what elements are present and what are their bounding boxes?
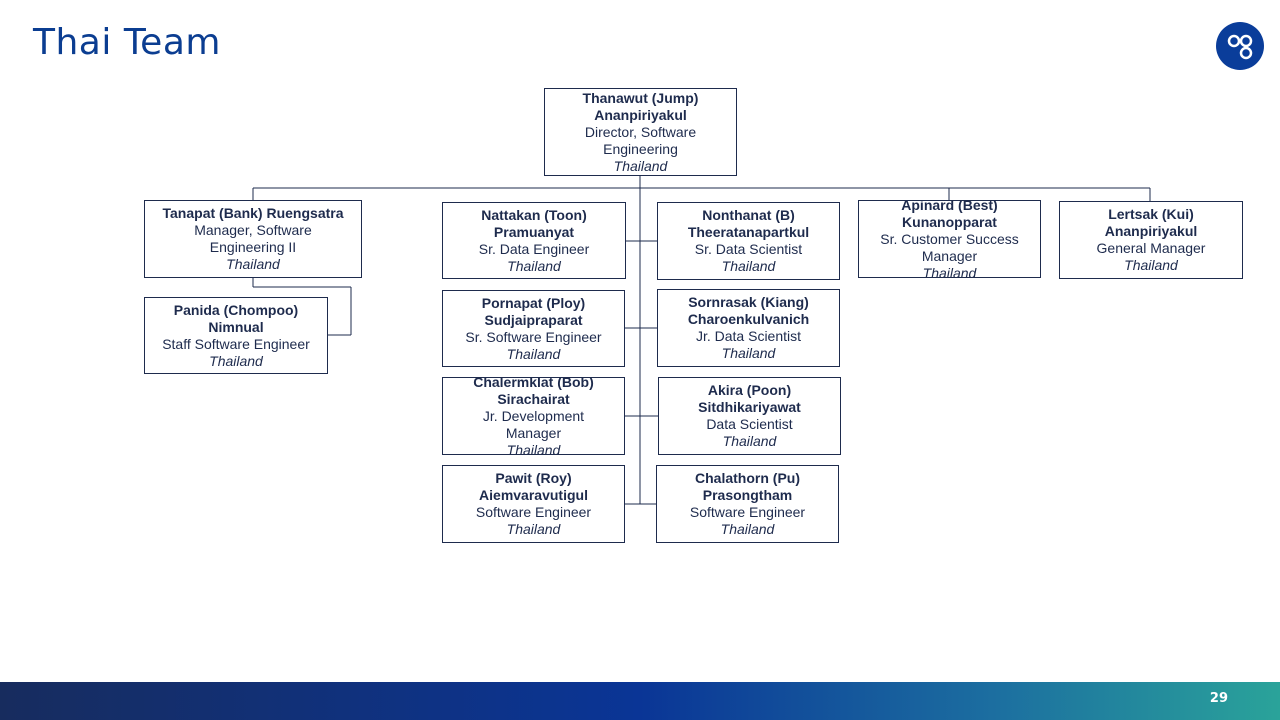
node-name: Pornapat (Ploy) Sudjaipraparat: [481, 294, 586, 328]
node-location: Thailand: [1124, 257, 1178, 273]
org-node-panida: Panida (Chompoo) Nimnual Staff Software …: [144, 297, 328, 374]
node-title: Sr. Customer Success Manager: [880, 230, 1019, 264]
node-title: Jr. Data Scientist: [695, 328, 802, 344]
node-name: Chalathorn (Pu) Prasongtham: [695, 470, 800, 503]
node-location: Thailand: [720, 521, 775, 537]
node-title: Director, Software Engineering: [584, 123, 697, 157]
node-location: Thailand: [613, 157, 668, 174]
slide-title: Thai Team: [33, 22, 221, 63]
org-node-pawit: Pawit (Roy) Aiemvaravutigul Software Eng…: [442, 465, 625, 543]
node-location: Thailand: [507, 257, 561, 274]
node-location: Thailand: [922, 264, 977, 278]
org-node-chalermklat: Chalermklat (Bob) Sirachairat Jr. Develo…: [442, 377, 625, 455]
org-node-nonthanat: Nonthanat (B) Theeratanapartkul Sr. Data…: [657, 202, 840, 280]
org-node-sornrasak: Sornrasak (Kiang) Charoenkulvanich Jr. D…: [657, 289, 840, 367]
org-node-lertsak: Lertsak (Kui) Ananpiriyakul General Mana…: [1059, 201, 1243, 279]
node-name: Pawit (Roy) Aiemvaravutigul: [479, 470, 588, 503]
node-name: Thanawut (Jump) Ananpiriyakul: [582, 89, 699, 123]
node-name: Nonthanat (B) Theeratanapartkul: [687, 207, 810, 240]
node-name: Apinard (Best) Kunanopparat: [901, 200, 998, 230]
node-location: Thailand: [722, 433, 777, 449]
org-node-pornapat: Pornapat (Ploy) Sudjaipraparat Sr. Softw…: [442, 290, 625, 367]
node-name: Nattakan (Toon) Pramuanyat: [481, 206, 587, 240]
node-title: Manager, Software Engineering II: [194, 222, 312, 255]
node-name: Lertsak (Kui) Ananpiriyakul: [1104, 206, 1198, 239]
node-location: Thailand: [209, 352, 263, 369]
node-title: Software Engineer: [689, 504, 806, 520]
node-location: Thailand: [506, 521, 561, 537]
node-title: Staff Software Engineer: [162, 335, 310, 352]
node-name: Tanapat (Bank) Ruengsatra: [162, 205, 344, 221]
org-node-director: Thanawut (Jump) Ananpiriyakul Director, …: [544, 88, 737, 176]
node-title: Sr. Data Scientist: [694, 241, 803, 257]
node-title: Data Scientist: [706, 416, 793, 432]
org-node-chalathorn: Chalathorn (Pu) Prasongtham Software Eng…: [656, 465, 839, 543]
company-logo-icon: [1216, 22, 1264, 70]
footer-bar: 29: [0, 682, 1280, 720]
node-location: Thailand: [226, 256, 280, 272]
org-node-akira: Akira (Poon) Sitdhikariyawat Data Scient…: [658, 377, 841, 455]
org-node-bank: Tanapat (Bank) Ruengsatra Manager, Softw…: [144, 200, 362, 278]
org-node-nattakan: Nattakan (Toon) Pramuanyat Sr. Data Engi…: [442, 202, 626, 279]
node-title: Jr. Development Manager: [482, 407, 585, 441]
node-location: Thailand: [721, 258, 776, 274]
node-name: Sornrasak (Kiang) Charoenkulvanich: [687, 294, 810, 327]
node-location: Thailand: [506, 345, 561, 362]
node-name: Akira (Poon) Sitdhikariyawat: [698, 382, 801, 415]
node-name: Panida (Chompoo) Nimnual: [173, 301, 299, 335]
node-title: Sr. Data Engineer: [478, 240, 590, 257]
node-title: General Manager: [1096, 240, 1206, 256]
org-node-apinard: Apinard (Best) Kunanopparat Sr. Customer…: [858, 200, 1041, 278]
node-name: Chalermklat (Bob) Sirachairat: [473, 377, 594, 407]
page-number: 29: [1209, 691, 1228, 706]
node-title: Sr. Software Engineer: [465, 328, 602, 345]
node-location: Thailand: [506, 441, 561, 455]
node-location: Thailand: [721, 345, 776, 361]
node-title: Software Engineer: [475, 504, 592, 520]
